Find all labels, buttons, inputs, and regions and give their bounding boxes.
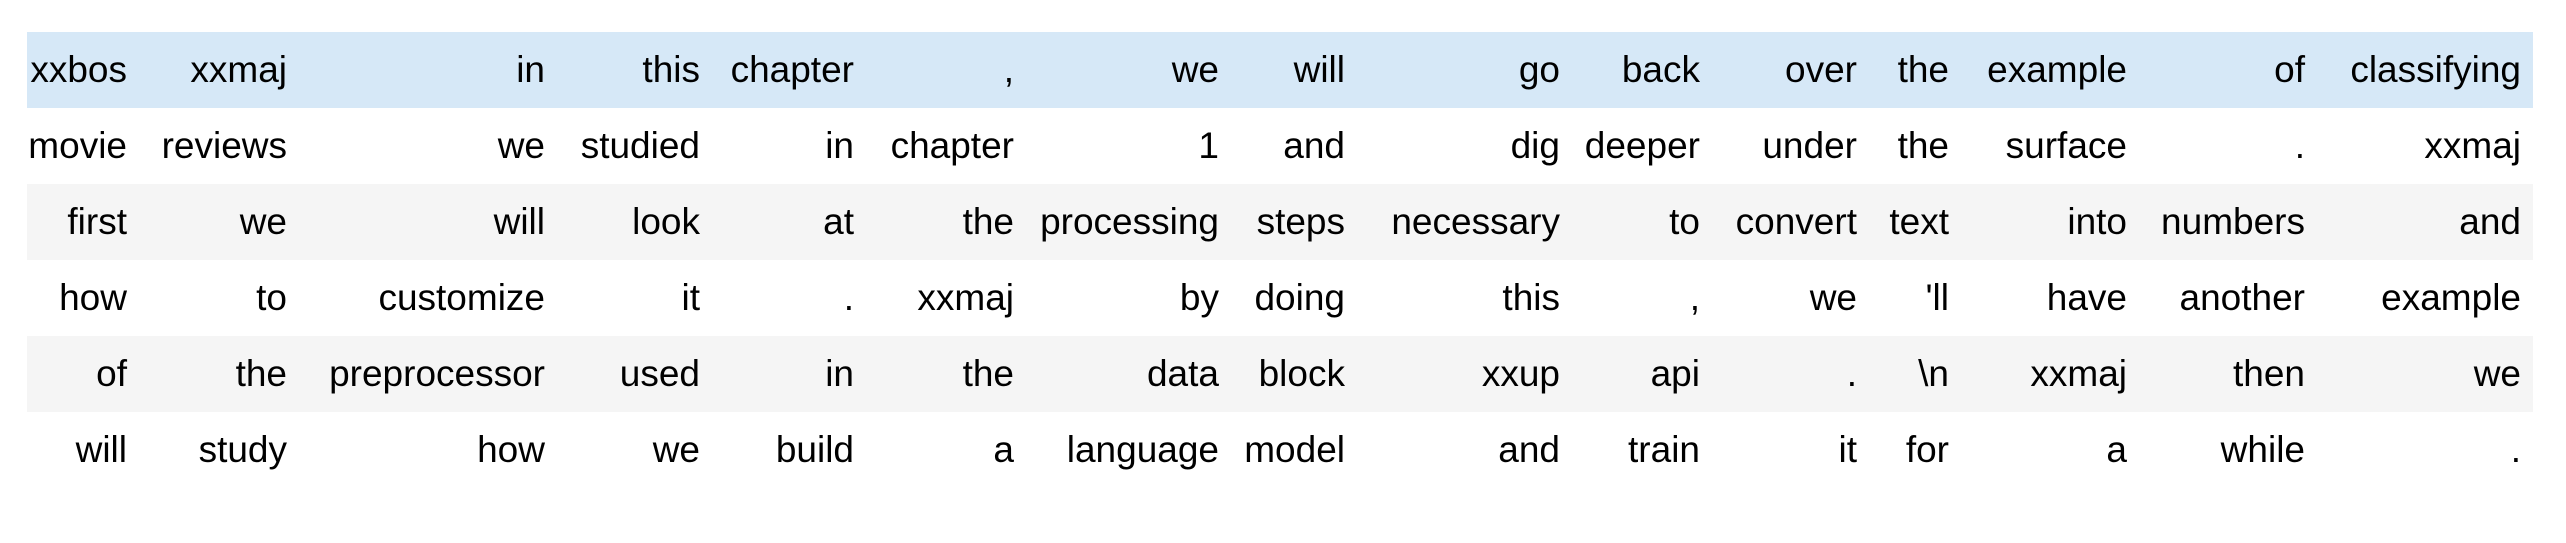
token-cell: we [652,429,700,470]
token-cell: in [825,353,854,394]
token-cell: and [1498,429,1560,470]
token-cell: we [1171,49,1219,90]
token-cell: xxup [1481,353,1560,394]
token-cell: the [962,353,1014,394]
token-cell: to [1669,201,1700,242]
token-cell: will [75,429,127,470]
token-cell: train [1628,429,1700,470]
token-cell: another [2179,277,2306,318]
token-cell: we [239,201,287,242]
token-cell: we [497,125,545,166]
table-row: xxbos xxmaj in this chapter, we will go back over… [27,32,2533,108]
table-row: first we will look at the processing steps neces… [27,184,2533,260]
token-cell: it [1838,429,1858,470]
token-cell: then [2232,353,2305,394]
token-cell: by [1179,277,1219,318]
token-cell: used [619,353,700,394]
token-cell: language [1066,429,1219,470]
token-cell: will [1293,49,1345,90]
notebook-output-area: xxbos xxmaj in this chapter, we will go back over… [27,32,2533,488]
token-cell: chapter [890,125,1014,166]
token-cell: into [2067,201,2127,242]
token-cell: example [1987,49,2127,90]
token-cell: numbers [2161,201,2305,242]
token-cell: to [256,277,287,318]
token-cell: this [642,49,700,90]
token-cell: the [1897,49,1949,90]
token-cell: 'll [1925,277,1949,318]
token-cell: . [843,277,854,318]
token-cell: data [1146,353,1219,394]
token-cell: in [516,49,545,90]
token-cell: dig [1510,125,1560,166]
token-cell: . [2294,125,2305,166]
token-cell: \n [1918,353,1949,394]
token-cell: this [1502,277,1560,318]
token-cell: surface [2005,125,2127,166]
token-cell: preprocessor [329,353,545,394]
token-cell: we [1809,277,1857,318]
token-cell: of [2274,49,2305,90]
token-cell: at [823,201,854,242]
token-cell: . [1846,353,1857,394]
token-cell: have [2046,277,2127,318]
token-cell: xxbos [30,49,127,90]
token-cell: xxmaj [2030,353,2127,394]
token-cell: , [1003,49,1014,90]
token-cell: over [1785,49,1857,90]
token-cell: block [1258,353,1345,394]
token-cell: for [1905,429,1949,470]
token-cell: , [1689,277,1700,318]
token-cell: xxmaj [2424,125,2521,166]
table-row: of the preprocessor used in the data block xxup a… [27,336,2533,412]
tokens-table: xxbos xxmaj in this chapter, we will go back over… [27,32,2533,488]
token-cell: go [1518,49,1560,90]
token-cell: look [632,201,700,242]
token-cell: api [1650,353,1700,394]
token-cell: how [477,429,545,470]
token-cell: study [198,429,287,470]
token-cell: text [1889,201,1949,242]
token-cell: the [235,353,287,394]
token-cell: a [993,429,1014,470]
token-cell: we [2473,353,2521,394]
token-cell: classifying [2350,49,2521,90]
token-cell: under [1762,125,1857,166]
token-cell: xxmaj [190,49,287,90]
token-cell: movie [28,125,127,166]
tokens-table-body: xxbos xxmaj in this chapter, we will go back over… [27,32,2533,488]
table-row: will study how we build a language model and trai… [27,412,2533,488]
token-cell: in [825,125,854,166]
token-cell: and [2459,201,2521,242]
token-cell: deeper [1584,125,1700,166]
token-cell: xxmaj [917,277,1014,318]
token-cell: how [59,277,127,318]
token-cell: . [2510,429,2521,470]
token-cell: the [962,201,1014,242]
token-cell: customize [378,277,545,318]
token-cell: while [2220,429,2305,470]
token-cell: studied [580,125,700,166]
token-cell: 1 [1198,125,1219,166]
token-cell: processing [1040,201,1219,242]
token-cell: doing [1254,277,1345,318]
token-cell: and [1283,125,1345,166]
token-cell: will [493,201,545,242]
token-cell: of [96,353,127,394]
token-cell: build [775,429,854,470]
token-cell: back [1621,49,1700,90]
token-cell: convert [1735,201,1857,242]
token-cell: a [2106,429,2127,470]
token-cell: necessary [1391,201,1560,242]
token-cell: reviews [161,125,287,166]
token-cell: the [1897,125,1949,166]
token-cell: chapter [730,49,854,90]
token-cell: it [681,277,701,318]
token-cell: example [2381,277,2521,318]
token-cell: steps [1256,201,1345,242]
token-cell: model [1244,429,1345,470]
token-cell: first [67,201,127,242]
